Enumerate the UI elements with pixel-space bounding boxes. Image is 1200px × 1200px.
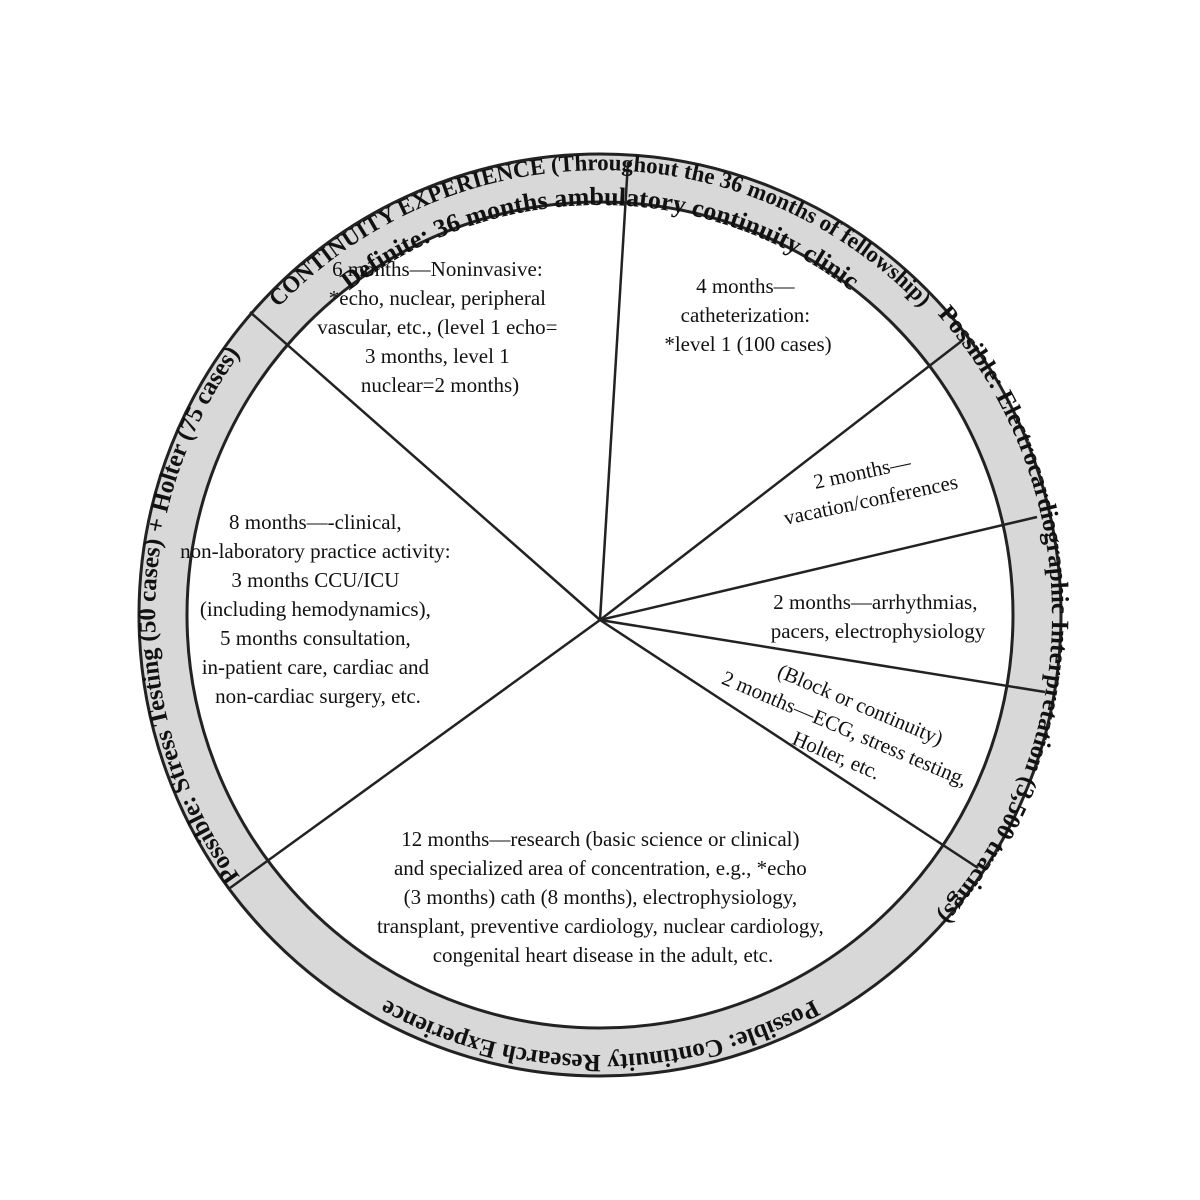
segment-research-line: transplant, preventive cardiology, nucle… bbox=[377, 914, 824, 938]
divider-noninvasive-cath bbox=[598, 161, 630, 621]
segment-arrhythmias: 2 months—arrhythmias, pacers, electrophy… bbox=[771, 590, 986, 643]
segment-noninvasive-line: *echo, nuclear, peripheral bbox=[329, 286, 546, 310]
segment-research: 12 months—research (basic science or cli… bbox=[377, 827, 829, 967]
divider-clinical-noninvasive bbox=[249, 311, 601, 621]
segment-clinical-line: (including hemodynamics), bbox=[200, 597, 431, 621]
segment-research-line: congenital heart disease in the adult, e… bbox=[433, 943, 774, 967]
segment-clinical-line: in-patient care, cardiac and bbox=[202, 655, 430, 679]
segment-research-line: 12 months—research (basic science or cli… bbox=[401, 827, 799, 851]
segment-noninvasive: 6 months—Noninvasive: *echo, nuclear, pe… bbox=[317, 257, 562, 397]
segment-clinical: 8 months—-clinical, non-laboratory pract… bbox=[180, 510, 456, 708]
segment-clinical-line: non-laboratory practice activity: bbox=[180, 539, 451, 563]
segment-catheterization-line: 4 months— bbox=[696, 274, 796, 298]
segment-clinical-line: non-cardiac surgery, etc. bbox=[215, 684, 421, 708]
segment-noninvasive-line: 6 months—Noninvasive: bbox=[332, 257, 543, 281]
divider-arrhythmias-ecg bbox=[599, 618, 1046, 694]
divider-vacation-arrhythmias bbox=[599, 515, 1038, 622]
segment-research-line: (3 months) cath (8 months), electrophysi… bbox=[404, 885, 797, 909]
segment-arrhythmias-line: 2 months—arrhythmias, bbox=[773, 590, 977, 614]
segment-clinical-line: 5 months consultation, bbox=[220, 626, 411, 650]
divider-ecg-research bbox=[599, 618, 979, 870]
segment-catheterization: 4 months— catheterization: *level 1 (100… bbox=[664, 274, 831, 356]
segment-clinical-line: 3 months CCU/ICU bbox=[231, 568, 399, 592]
divider-cath-vacation bbox=[599, 339, 964, 621]
segment-dividers bbox=[229, 161, 1046, 890]
divider-research-clinical bbox=[229, 618, 601, 890]
segment-catheterization-line: *level 1 (100 cases) bbox=[664, 332, 831, 356]
segment-noninvasive-line: nuclear=2 months) bbox=[361, 373, 519, 397]
segment-clinical-line: 8 months—-clinical, bbox=[229, 510, 402, 534]
segment-catheterization-line: catheterization: bbox=[681, 303, 810, 327]
segment-research-line: and specialized area of concentration, e… bbox=[394, 856, 807, 880]
segment-arrhythmias-line: pacers, electrophysiology bbox=[771, 619, 986, 643]
segment-noninvasive-line: 3 months, level 1 bbox=[365, 344, 510, 368]
segment-noninvasive-line: vascular, etc., (level 1 echo= bbox=[317, 315, 557, 339]
